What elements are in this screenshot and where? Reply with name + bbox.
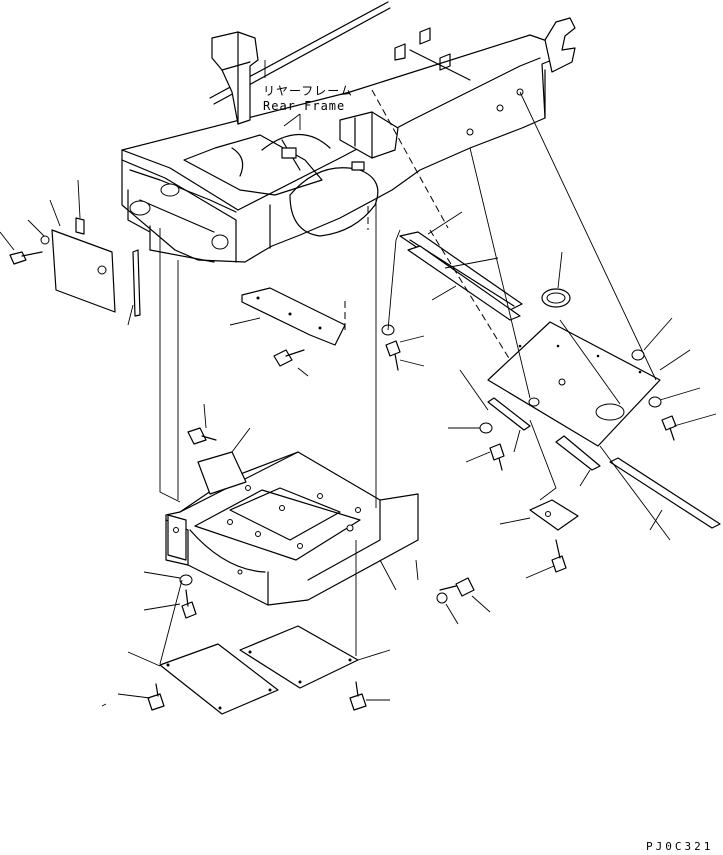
- left-bolt: [0, 200, 60, 264]
- bottom-tray: [166, 452, 418, 605]
- bolt-side: [437, 578, 490, 624]
- bottom-plate-right: [240, 626, 390, 688]
- bottom-plate-left: [128, 644, 278, 714]
- right-washers: [632, 318, 716, 440]
- under-bracket: [230, 288, 345, 345]
- rear-frame-label-en: Rear Frame: [263, 99, 346, 113]
- rear-frame: [122, 2, 575, 262]
- rear-frame-label-jp: リヤーフレーム: [263, 84, 353, 98]
- drawing-code: PJ0C321: [646, 840, 714, 853]
- right-rail: [400, 212, 522, 320]
- right-cover-plate: [488, 322, 660, 446]
- rear-frame-leader: [284, 114, 300, 130]
- left-cover-plate: [52, 180, 115, 312]
- small-bracket-right: [500, 500, 578, 578]
- vertical-strip: [128, 250, 140, 325]
- bolts-bottom: [102, 682, 390, 710]
- small-cover-plate: [188, 404, 250, 494]
- bolt-center: [274, 350, 308, 376]
- assembly-lines: [160, 90, 670, 664]
- bolts-lower-left: [144, 572, 196, 618]
- grommet: [542, 252, 570, 307]
- right-strips: [488, 398, 720, 530]
